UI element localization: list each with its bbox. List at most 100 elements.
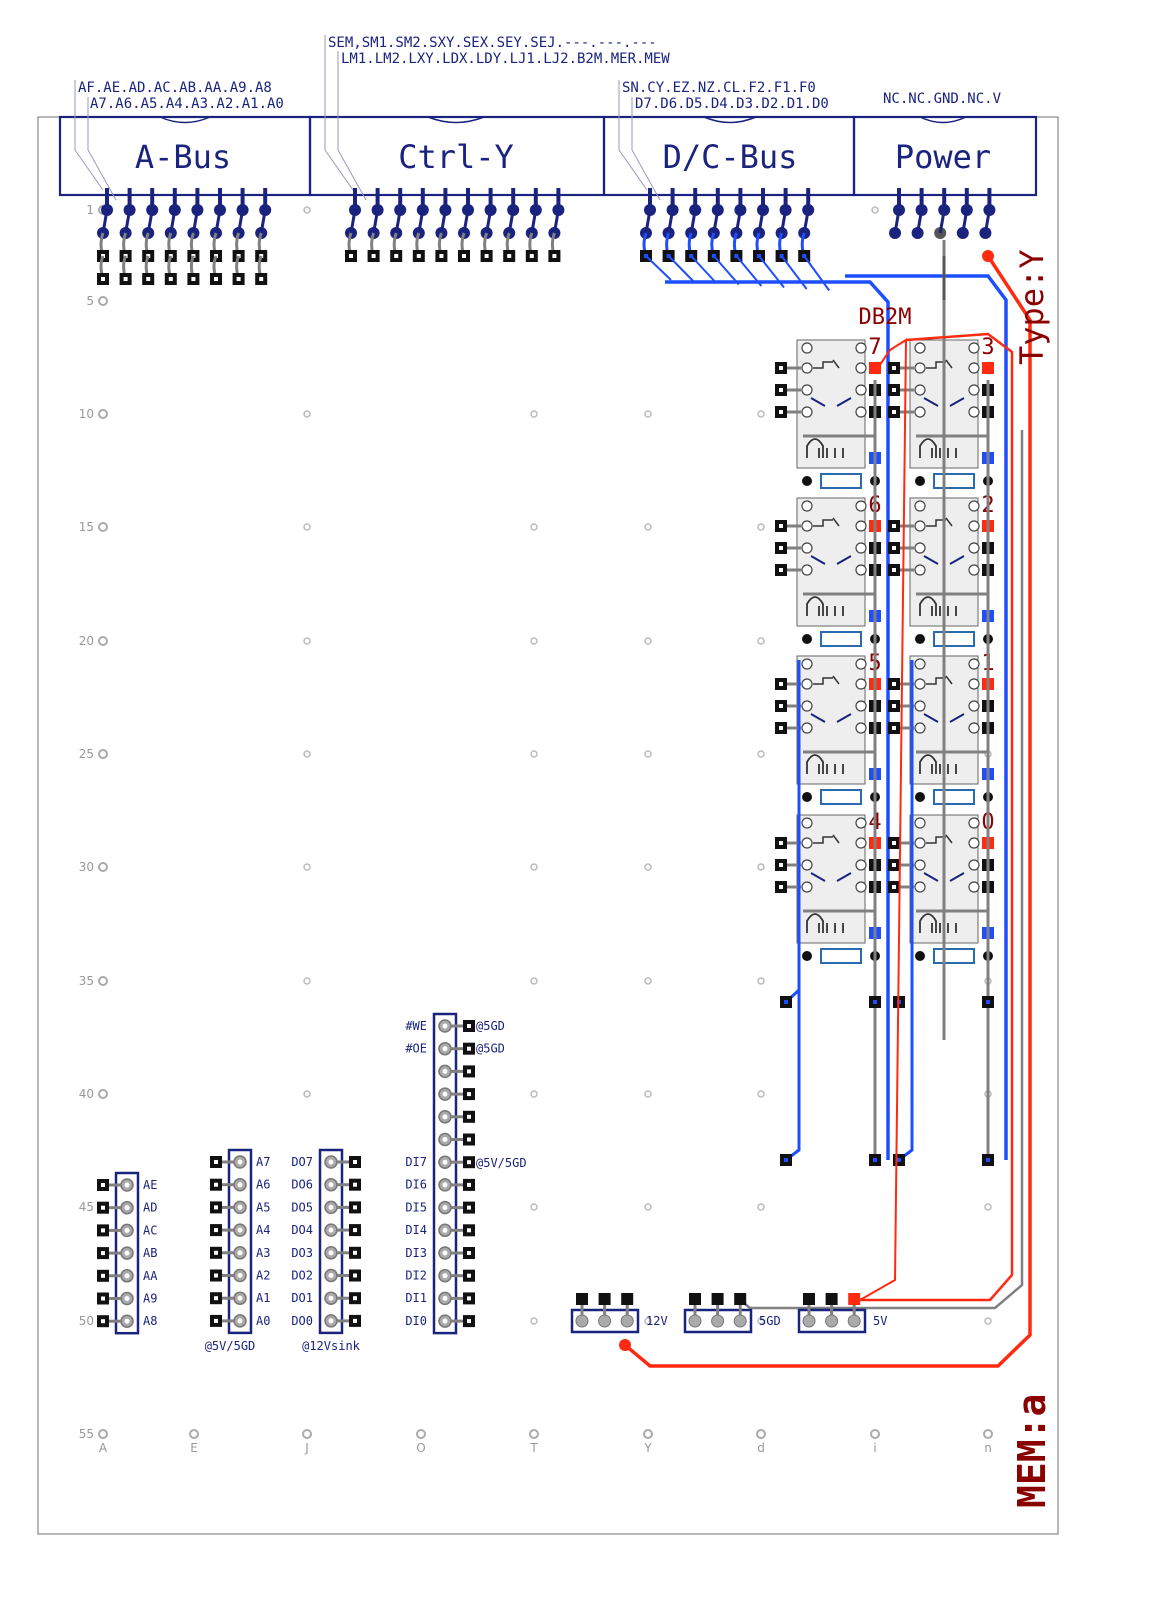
header-pin-hole (328, 1182, 334, 1188)
jumper-hole (101, 254, 105, 258)
grid-dot (530, 637, 538, 645)
address-pin-label: A8 (143, 1314, 157, 1328)
grid-dot (98, 296, 108, 306)
grid-dot (644, 750, 652, 758)
jumper-hole (734, 254, 739, 258)
relay-pin (802, 792, 812, 802)
header-pin-hole (237, 1204, 243, 1210)
relay-pad-hole (892, 704, 896, 708)
relay-pin (915, 634, 925, 644)
dc-fanout-trace (690, 255, 717, 284)
relay-contact (914, 817, 926, 829)
relay-pad-hole (892, 726, 896, 730)
header-pad-hole (467, 1319, 471, 1324)
jumper-hole (259, 277, 264, 281)
bus-pin-link (349, 209, 357, 234)
grid-dot (530, 523, 538, 531)
relay-diode (820, 948, 862, 964)
address-header-footer: @5V/5GD (205, 1339, 256, 1353)
header-pad-hole (214, 1182, 218, 1187)
bus-pin-link (124, 209, 132, 234)
jumper-hole (529, 254, 534, 258)
jumper-hole (191, 254, 196, 258)
header-pin-hole (442, 1250, 448, 1256)
relay-coil (806, 913, 844, 933)
relay-diode (933, 789, 975, 805)
power-node (982, 250, 994, 262)
power-pin-link (916, 209, 924, 234)
row-number: 55 (79, 1427, 94, 1441)
gnd-return-trace (739, 430, 1024, 1310)
grid-dot (98, 1089, 108, 1099)
relay-contact (801, 406, 813, 418)
data-out-pin-label: DO4 (291, 1223, 313, 1237)
relay-pad-hole (892, 546, 896, 550)
header-pin-hole (237, 1295, 243, 1301)
relay-module (775, 497, 881, 647)
relay-pad-hole (779, 726, 783, 730)
header-pad-hole (467, 1137, 471, 1142)
relay-contact (914, 362, 926, 374)
row-number: 5 (86, 294, 94, 308)
grid-dot (98, 522, 108, 532)
relay-coil (806, 438, 844, 458)
address-pin-label: AE (143, 1178, 157, 1192)
jumper-hole (214, 277, 218, 281)
header-pin-hole (442, 1159, 448, 1165)
row-number: 1 (86, 203, 94, 217)
jumper-hole (146, 277, 151, 281)
header-pin-hole (442, 1295, 448, 1301)
header-pad-hole (467, 1160, 471, 1165)
bus-pin-link (552, 209, 560, 234)
grid-dot (98, 636, 108, 646)
power-5v-trace (859, 338, 908, 1301)
relay-arm (923, 555, 965, 565)
relay-contact (968, 817, 980, 829)
jumper-hole (214, 254, 218, 258)
data-out-pin-label: DO1 (291, 1291, 313, 1305)
header-pad-hole (467, 1228, 471, 1233)
relay-coil (806, 754, 844, 774)
relay-switch (926, 359, 953, 369)
row-number: 40 (79, 1087, 94, 1101)
grid-dot (98, 862, 108, 872)
relay-contact (968, 362, 980, 374)
bus-pin-link (214, 209, 222, 234)
relay-contact (801, 658, 813, 670)
relay-contact (855, 837, 867, 849)
grid-dot (529, 1429, 539, 1439)
bus-pin-link (644, 209, 652, 234)
relay-contact (914, 384, 926, 396)
relay-arm (923, 713, 965, 723)
relay-contact (855, 881, 867, 893)
relay-coil (919, 913, 957, 933)
relay-bit-label: 3 (981, 335, 994, 360)
header-pin-hole (442, 1114, 448, 1120)
header-pad-hole (353, 1296, 357, 1301)
relay-pad-hole (779, 863, 783, 867)
jumper-hole (507, 254, 512, 258)
relay-contact (968, 658, 980, 670)
address-pin-label: A0 (256, 1314, 270, 1328)
a-bus-title: A-Bus (135, 138, 231, 176)
relay-contact (801, 817, 813, 829)
address-pin-label: A9 (143, 1292, 157, 1306)
header-pad-hole (214, 1228, 218, 1233)
grid-dot (756, 1429, 766, 1439)
header-pad-hole (101, 1251, 105, 1256)
header-pin-hole (442, 1227, 448, 1233)
grid-dot (984, 1317, 992, 1325)
relay-contact (801, 520, 813, 532)
relay-contact (968, 564, 980, 576)
grid-dot (644, 523, 652, 531)
grid-dot (757, 863, 765, 871)
power-pin-link (983, 209, 991, 234)
column-letter: d (757, 1441, 765, 1455)
relay-pad-hole (779, 524, 783, 528)
column-letter: Y (643, 1441, 652, 1455)
relay-contact (855, 817, 867, 829)
ctrl-y-title: Ctrl-Y (398, 138, 514, 176)
relay-module (775, 339, 881, 489)
bus-pin-link (237, 209, 245, 234)
relay-pad-hole (779, 410, 783, 414)
